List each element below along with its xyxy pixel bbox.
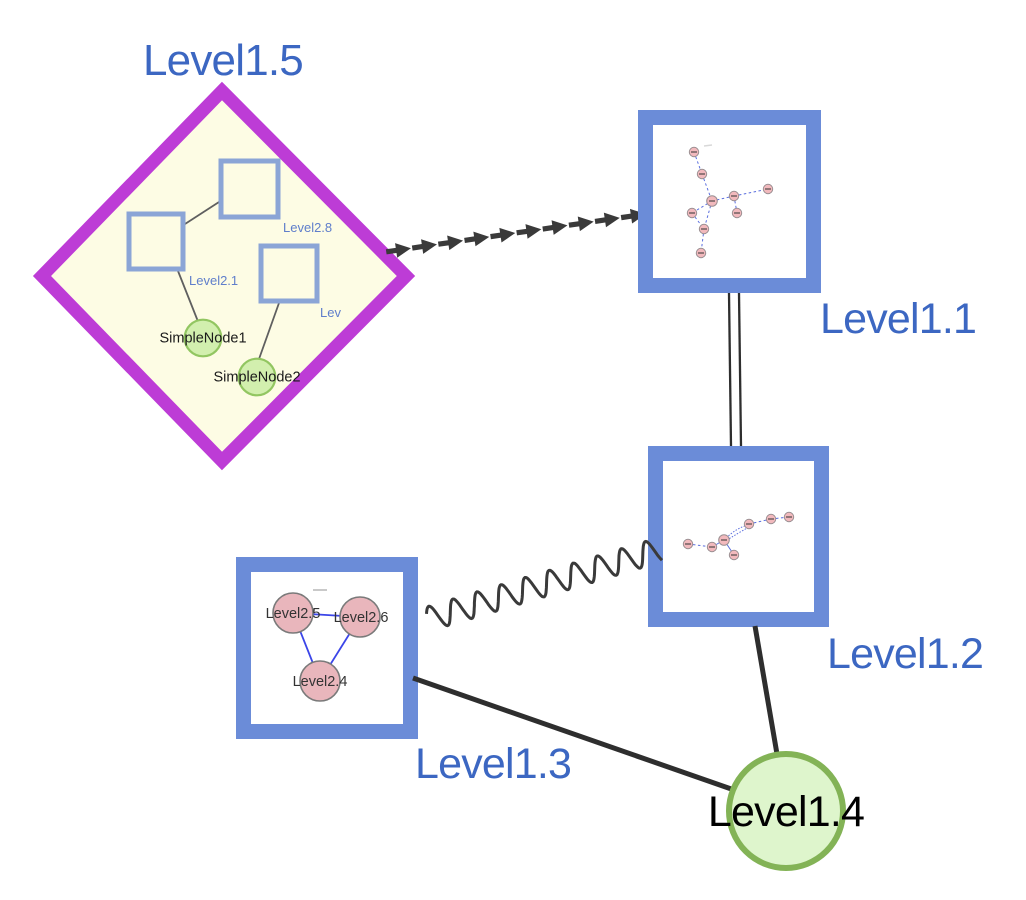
svg-text:Level2.1: Level2.1 (189, 273, 238, 288)
svg-text:SimpleNode1: SimpleNode1 (159, 331, 246, 347)
svg-text:Level1.3: Level1.3 (415, 740, 571, 788)
svg-text:Level2.6: Level2.6 (334, 610, 389, 626)
svg-text:Level2.8: Level2.8 (283, 220, 332, 235)
svg-text:Lev: Lev (320, 305, 341, 320)
svg-text:Level1.2: Level1.2 (827, 630, 983, 678)
svg-text:SimpleNode2: SimpleNode2 (213, 370, 300, 386)
svg-text:Level2.5: Level2.5 (266, 606, 321, 622)
svg-text:Level1.4: Level1.4 (708, 788, 864, 836)
svg-text:Level1.1: Level1.1 (820, 295, 976, 343)
svg-text:Level2.4: Level2.4 (293, 674, 348, 690)
svg-text:Level1.5: Level1.5 (143, 36, 303, 85)
